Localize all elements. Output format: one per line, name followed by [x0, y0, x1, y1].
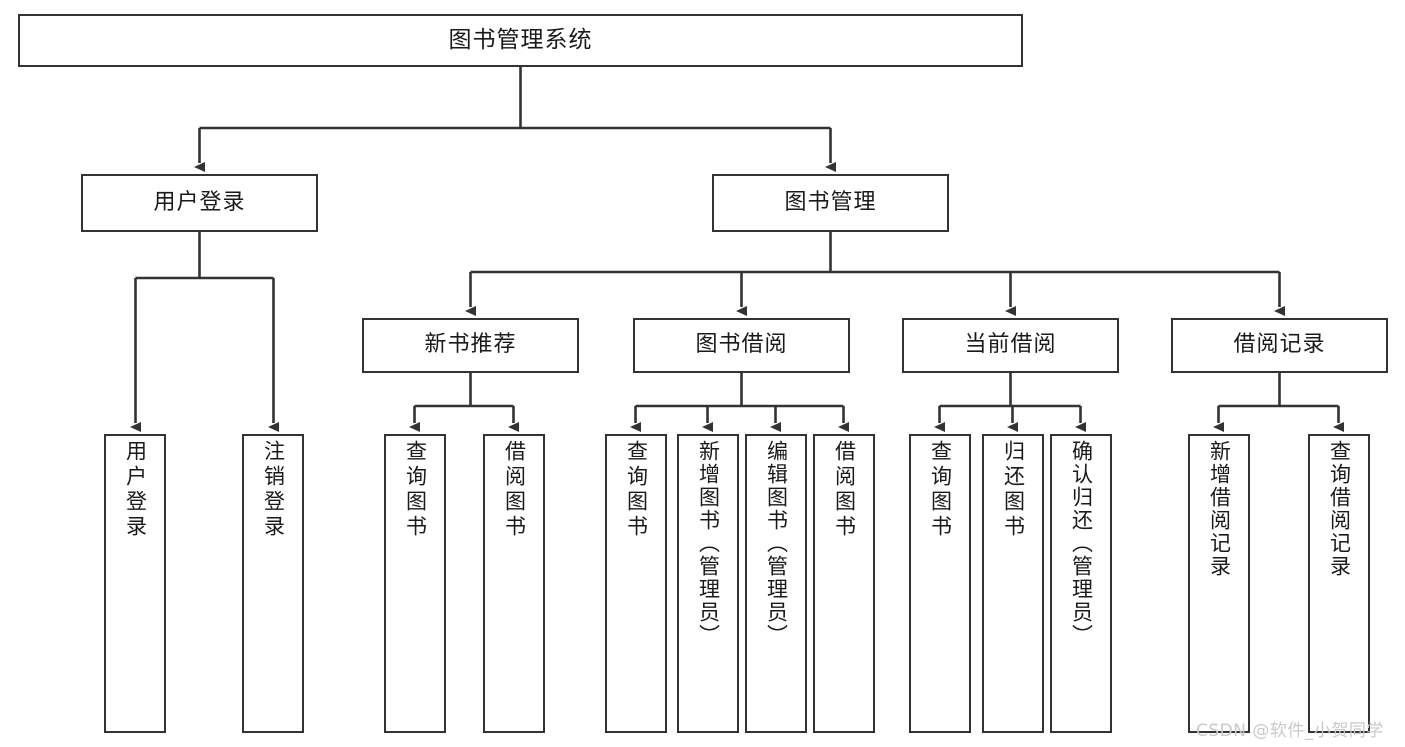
node-leaf-return-book[interactable]: 归还图书: [982, 434, 1044, 733]
node-label: 图书管理系统: [448, 26, 593, 53]
node-label: 图书借阅: [695, 332, 788, 358]
node-label: 新书推荐: [424, 332, 517, 358]
node-leaf-logout[interactable]: 注销登录: [242, 434, 304, 733]
node-label: 查询图书: [928, 440, 953, 540]
node-new-book-recommend[interactable]: 新书推荐: [362, 318, 579, 373]
node-label: 用户登录: [153, 189, 246, 215]
node-user-login[interactable]: 用户登录: [81, 174, 318, 232]
node-borrow-record[interactable]: 借阅记录: [1171, 318, 1388, 373]
node-leaf-borrow-book-newbook[interactable]: 借阅图书: [483, 434, 545, 733]
node-leaf-confirm-return-admin[interactable]: 确认归还（管理员）: [1050, 434, 1112, 733]
node-label: 新增借阅记录: [1207, 440, 1232, 578]
node-label: 借阅图书: [832, 440, 857, 540]
node-root-book-management-system[interactable]: 图书管理系统: [18, 14, 1023, 67]
node-label: 新增图书（管理员）: [696, 440, 721, 647]
node-leaf-add-book-admin[interactable]: 新增图书（管理员）: [677, 434, 739, 733]
node-label: 借阅记录: [1233, 332, 1326, 358]
node-book-management[interactable]: 图书管理: [712, 174, 949, 232]
node-leaf-query-borrow-record[interactable]: 查询借阅记录: [1308, 434, 1370, 733]
node-leaf-query-book-current[interactable]: 查询图书: [909, 434, 971, 733]
node-leaf-lend-book[interactable]: 借阅图书: [813, 434, 875, 733]
node-leaf-user-login[interactable]: 用户登录: [104, 434, 166, 733]
node-label: 归还图书: [1001, 440, 1026, 540]
node-leaf-edit-book-admin[interactable]: 编辑图书（管理员）: [745, 434, 807, 733]
node-label: 确认归还（管理员）: [1069, 440, 1094, 647]
csdn-watermark: CSDN @软件_小贺同学: [1196, 721, 1384, 741]
node-book-borrow[interactable]: 图书借阅: [633, 318, 850, 373]
node-leaf-add-borrow-record[interactable]: 新增借阅记录: [1188, 434, 1250, 733]
node-label: 查询图书: [624, 440, 649, 540]
node-label: 当前借阅: [964, 332, 1057, 358]
node-label: 图书管理: [784, 189, 877, 215]
node-leaf-query-book-newbook[interactable]: 查询图书: [384, 434, 446, 733]
node-label: 查询图书: [403, 440, 428, 540]
node-label: 借阅图书: [502, 440, 527, 540]
node-label: 用户登录: [123, 440, 148, 540]
node-leaf-query-book-borrow[interactable]: 查询图书: [605, 434, 667, 733]
node-label: 注销登录: [261, 440, 286, 540]
node-current-borrow[interactable]: 当前借阅: [902, 318, 1119, 373]
node-label: 查询借阅记录: [1327, 440, 1352, 578]
node-label: 编辑图书（管理员）: [764, 440, 789, 647]
